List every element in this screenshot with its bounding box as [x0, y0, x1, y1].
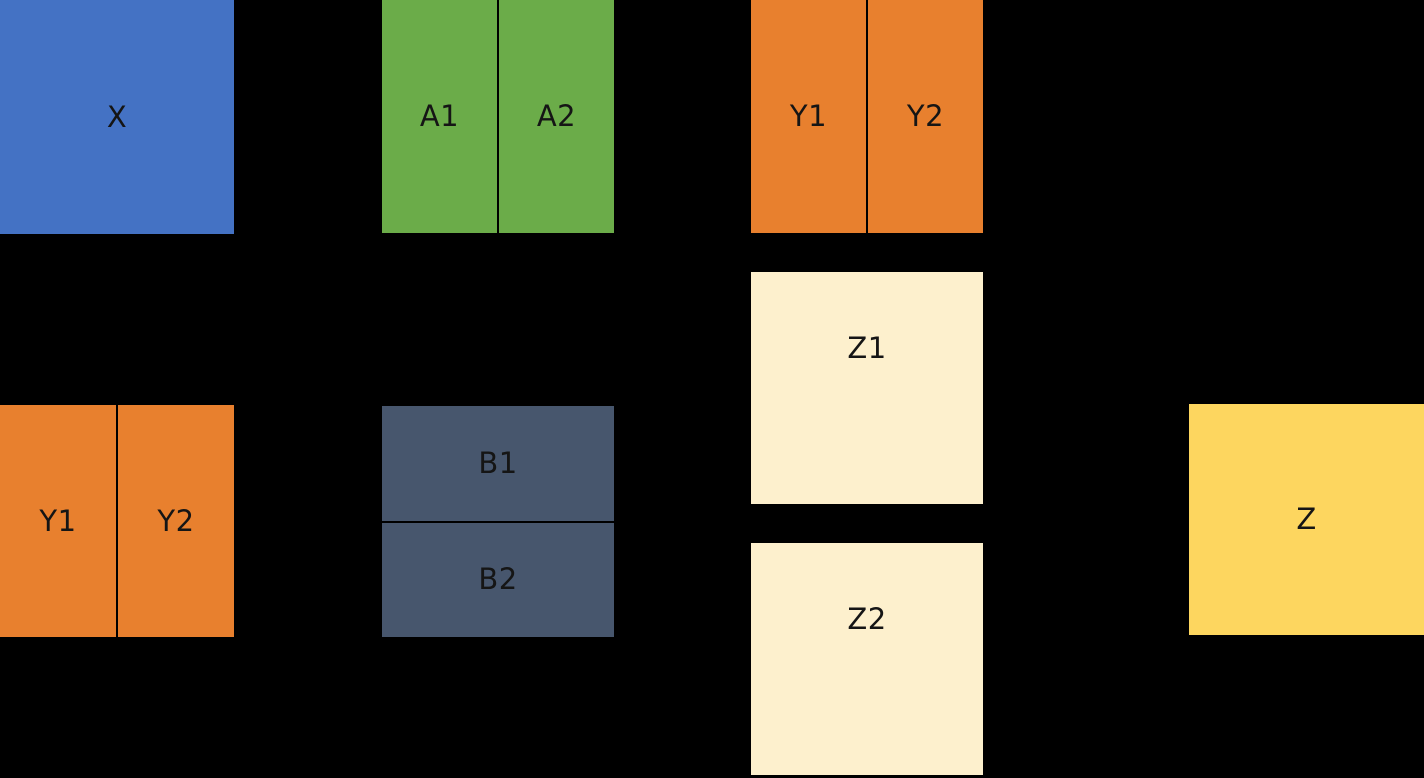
block-x[interactable]: X: [0, 0, 234, 234]
cell-y2-bottom[interactable]: Y2: [116, 405, 234, 637]
cell-label-y1-top: Y1: [789, 99, 828, 133]
cell-a1[interactable]: A1: [382, 0, 497, 233]
cell-label-a1: A1: [419, 99, 460, 133]
cell-label-z: Z: [1296, 502, 1317, 536]
cell-z[interactable]: Z: [1189, 404, 1424, 635]
cell-z2[interactable]: Z2: [751, 543, 983, 775]
block-y-top[interactable]: Y1 Y2: [751, 0, 983, 233]
cell-b2[interactable]: B2: [382, 520, 614, 638]
cell-label-y1-bottom: Y1: [39, 503, 77, 538]
block-z1[interactable]: Z1: [751, 272, 983, 504]
cell-label-b2: B2: [478, 562, 518, 597]
cell-x[interactable]: X: [0, 0, 234, 234]
cell-label-x: X: [106, 99, 128, 134]
cell-a2[interactable]: A2: [497, 0, 614, 233]
cell-y2-top[interactable]: Y2: [866, 0, 983, 233]
cell-z1[interactable]: Z1: [751, 272, 983, 504]
cell-label-y2-bottom: Y2: [157, 503, 195, 538]
block-z[interactable]: Z: [1189, 404, 1424, 635]
block-b[interactable]: B1 B2: [382, 406, 614, 637]
cell-y1-bottom[interactable]: Y1: [0, 405, 116, 637]
cell-label-y2-top: Y2: [906, 99, 945, 133]
block-a[interactable]: A1 A2: [382, 0, 614, 233]
block-z2[interactable]: Z2: [751, 543, 983, 775]
cell-y1-top[interactable]: Y1: [751, 0, 866, 233]
cell-label-a2: A2: [536, 99, 577, 133]
cell-label-z2: Z2: [847, 601, 887, 636]
block-y-bottom[interactable]: Y1 Y2: [0, 405, 234, 637]
cell-label-b1: B1: [478, 445, 518, 480]
cell-label-z1: Z1: [847, 330, 887, 365]
cell-b1[interactable]: B1: [382, 406, 614, 521]
